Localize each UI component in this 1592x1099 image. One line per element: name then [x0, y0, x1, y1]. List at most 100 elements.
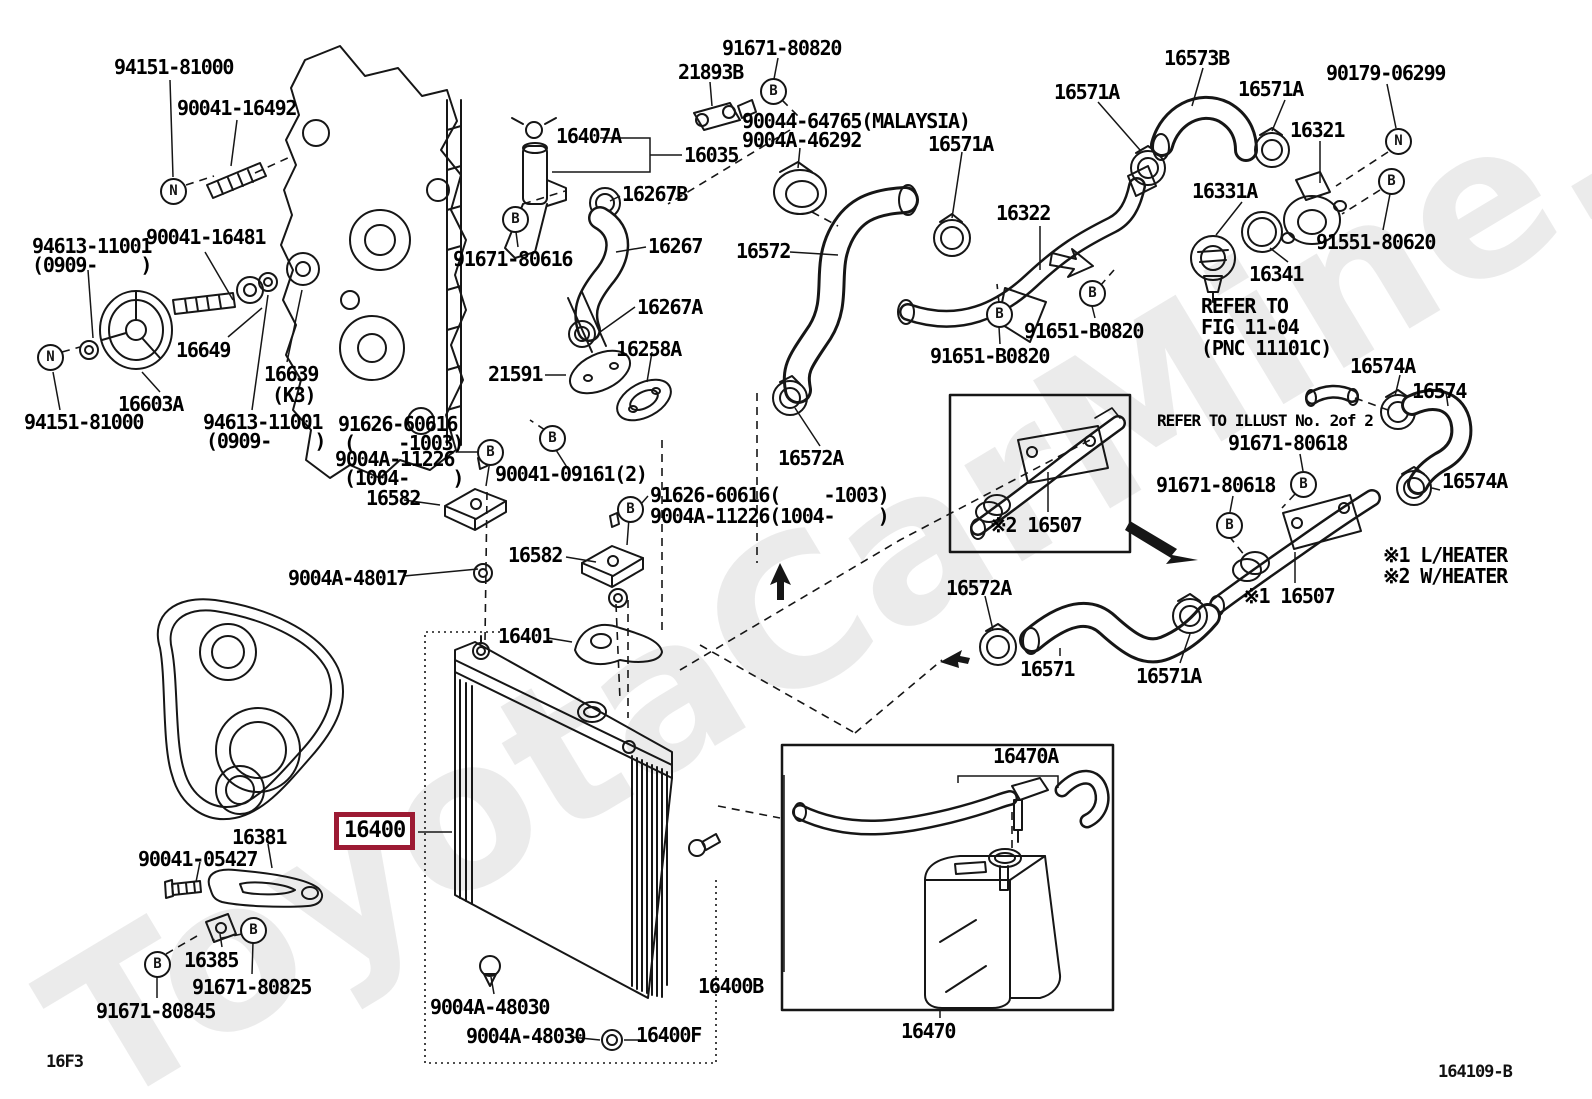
big-right-arrow	[1125, 521, 1198, 564]
part-label: ※1 16507	[1243, 584, 1336, 608]
nut-marker: N	[37, 344, 64, 371]
part-label: 16571A	[1136, 664, 1202, 688]
clamp-16571A-mid	[933, 213, 971, 257]
part-label: 91671-80618	[1156, 473, 1276, 497]
part-label: 9004A-48030	[466, 1024, 586, 1048]
page-ref-left: 16F3	[46, 1052, 84, 1072]
bolt-90041-16481	[172, 252, 320, 315]
part-label: 21893B	[678, 60, 744, 84]
part-label: ※1 L/HEATER	[1383, 543, 1508, 567]
gasket-16258A	[616, 378, 672, 422]
part-label: 91651-B0820	[1024, 319, 1144, 343]
bolt-marker: B	[1216, 512, 1243, 539]
part-label: 16573B	[1164, 46, 1230, 70]
part-label: 16582	[366, 486, 421, 510]
part-label: 91671-80618	[1228, 431, 1348, 455]
part-label: REFER TO ILLUST No. 2of 2	[1157, 411, 1374, 430]
bracket-16401	[574, 624, 663, 666]
pipe-21591	[567, 291, 631, 395]
water-inlet-16035	[504, 117, 567, 259]
part-label: 94613-11001	[203, 410, 323, 434]
part-label: 91626-60616( -1003)	[650, 483, 890, 507]
part-label: 91671-80616	[453, 247, 573, 271]
part-label: 91551-80620	[1316, 230, 1436, 254]
part-label: 16258A	[616, 337, 682, 361]
part-label: 16571A	[928, 132, 994, 156]
part-label: 90041-16481	[146, 225, 266, 249]
bolt-marker: B	[760, 78, 787, 105]
part-label: 94151-81000	[114, 55, 234, 79]
part-label: 91671-80820	[722, 36, 842, 60]
bolt-marker: B	[1378, 168, 1405, 195]
clamp-16574A-lower	[1396, 466, 1432, 506]
part-label: 16572A	[946, 576, 1012, 600]
part-label: 90044-64765(MALAYSIA)	[742, 109, 971, 133]
hose-16267	[574, 206, 630, 342]
pulley-16603A	[79, 290, 173, 370]
inset-box-16507	[948, 393, 1132, 554]
part-label: 16649	[176, 338, 231, 362]
bolt-marker: B	[144, 951, 171, 978]
part-label: REFER TO	[1201, 294, 1289, 318]
pipe-refer-illust	[1305, 384, 1359, 407]
part-label: 16401	[498, 624, 553, 648]
bolt-marker: B	[240, 917, 267, 944]
part-label: 90041-16492	[177, 96, 297, 120]
part-label: 94151-81000	[24, 410, 144, 434]
hose-16574	[1401, 389, 1473, 495]
part-label: 16571A	[1054, 80, 1120, 104]
clamp-16385	[205, 913, 237, 943]
part-label: 21591	[488, 362, 543, 386]
direction-arrows	[770, 521, 1198, 668]
clamp-16267A	[568, 320, 596, 348]
bolt-marker: B	[539, 425, 566, 452]
part-label: 16341	[1249, 262, 1304, 286]
gasket-16341	[1241, 211, 1283, 253]
part-label: 16400B	[698, 974, 764, 998]
part-label: 16572	[736, 239, 791, 263]
part-label: 94613-11001	[32, 234, 152, 258]
bolt-90041-16492	[206, 162, 267, 199]
part-label: 16381	[232, 825, 287, 849]
part-label: 90041-09161(2)	[495, 462, 648, 486]
radiator-dotted-box	[424, 631, 717, 1064]
bolt-marker: B	[1079, 280, 1106, 307]
part-label: 16571A	[1238, 77, 1304, 101]
clamp-16571A-bottom	[1172, 593, 1208, 634]
part-label: 9004A-46292	[742, 128, 862, 152]
pipe-16322	[897, 165, 1157, 343]
part-label: ※2 16507	[990, 513, 1083, 537]
part-label: 16267	[648, 234, 703, 258]
part-label: 91671-80845	[96, 999, 216, 1023]
bolt-marker: B	[986, 301, 1013, 328]
part-label: 16572A	[778, 446, 844, 470]
part-label: (0909- )	[206, 429, 326, 453]
part-label: 90041-05427	[138, 847, 258, 871]
clamp-16572A-bottom	[979, 623, 1017, 666]
part-label: 16603A	[118, 392, 184, 416]
sensor-21893B	[693, 99, 757, 131]
part-label: 16582	[508, 543, 563, 567]
up-arrow	[770, 563, 791, 600]
part-label: 16470A	[993, 744, 1059, 768]
part-label: 90179-06299	[1326, 61, 1446, 85]
part-label: FIG 11-04	[1201, 315, 1300, 339]
hose-16572	[782, 184, 919, 404]
bracket-16381	[164, 868, 324, 908]
hose-16571	[1019, 601, 1221, 664]
part-label: 16322	[996, 201, 1051, 225]
bolt-marker: B	[502, 206, 529, 233]
part-label: 16267B	[622, 182, 688, 206]
figure-number: 164109-B	[1438, 1062, 1513, 1082]
bolt-marker: B	[477, 439, 504, 466]
part-label: 9004A-11226	[335, 447, 455, 471]
part-label: 16574A	[1442, 469, 1508, 493]
part-label: 16267A	[637, 295, 703, 319]
part-label: 16400F	[636, 1023, 702, 1047]
part-label: ※2 W/HEATER	[1383, 564, 1508, 588]
outlet-16321	[1281, 171, 1347, 245]
highlighted-part-number[interactable]: 16400	[334, 812, 416, 850]
bracket-16582-b	[581, 512, 644, 608]
small-left-arrow	[940, 650, 970, 668]
